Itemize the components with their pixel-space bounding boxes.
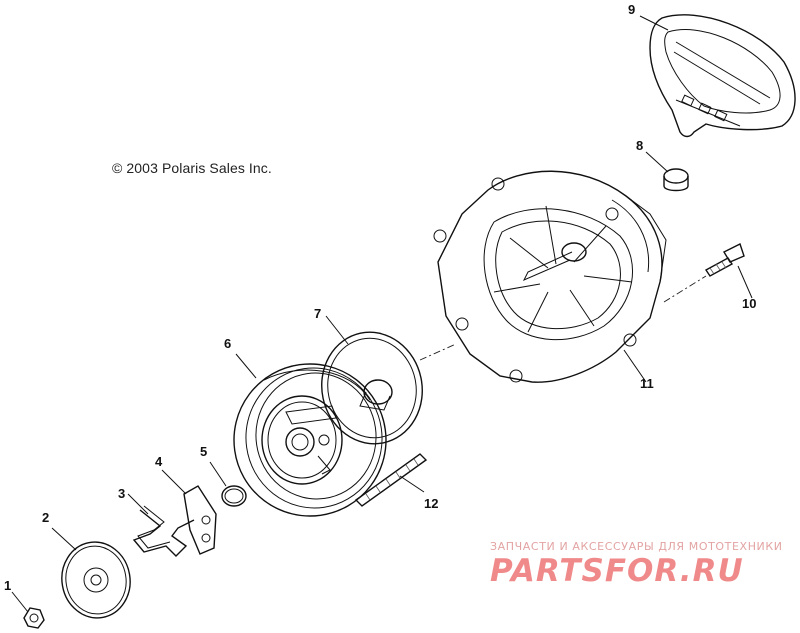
part-5-circlip [221,485,247,507]
part-8-bushing [663,168,689,192]
callout-6: 6 [224,336,232,351]
part-9-handle [649,14,796,138]
callout-12: 12 [424,496,439,511]
callout-8: 8 [636,138,644,153]
part-7-rope-drum [321,331,423,445]
part-3-spring [132,505,195,557]
part-1-nut [23,607,45,629]
leader-5 [209,461,227,487]
callout-5: 5 [200,444,208,459]
callout-10: 10 [742,296,757,311]
callout-11: 11 [640,376,654,391]
leader-11 [623,349,647,383]
leader-6 [235,353,257,379]
callout-4: 4 [155,454,163,469]
part-2-friction-plate [61,541,131,619]
callout-9: 9 [628,2,636,17]
callout-2: 2 [42,510,50,525]
part-11-housing [433,170,667,383]
watermark-tagline: ЗАПЧАСТИ И АКСЕССУАРЫ ДЛЯ МОТОТЕХНИКИ [490,540,783,553]
centerline-bolt [663,275,707,303]
leader-10 [737,265,753,299]
callout-3: 3 [118,486,126,501]
copyright-notice: © 2003 Polaris Sales Inc. [112,160,272,176]
part-10-bolt [704,243,745,277]
leader-8 [645,151,669,173]
leader-9 [639,15,669,31]
centerline-housing [419,343,457,361]
part-12-rope [354,453,428,507]
part-6-pulley [233,363,387,517]
leader-12 [399,475,425,493]
part-4-pawl [183,485,217,555]
leader-3 [127,493,149,515]
leader-7 [325,315,349,345]
callout-1: 1 [4,578,12,593]
leader-4 [161,469,187,495]
leader-2 [51,527,77,551]
watermark-logo: PARTSFOR.RU [490,553,744,589]
callout-7: 7 [314,306,322,321]
leader-1 [11,591,29,613]
